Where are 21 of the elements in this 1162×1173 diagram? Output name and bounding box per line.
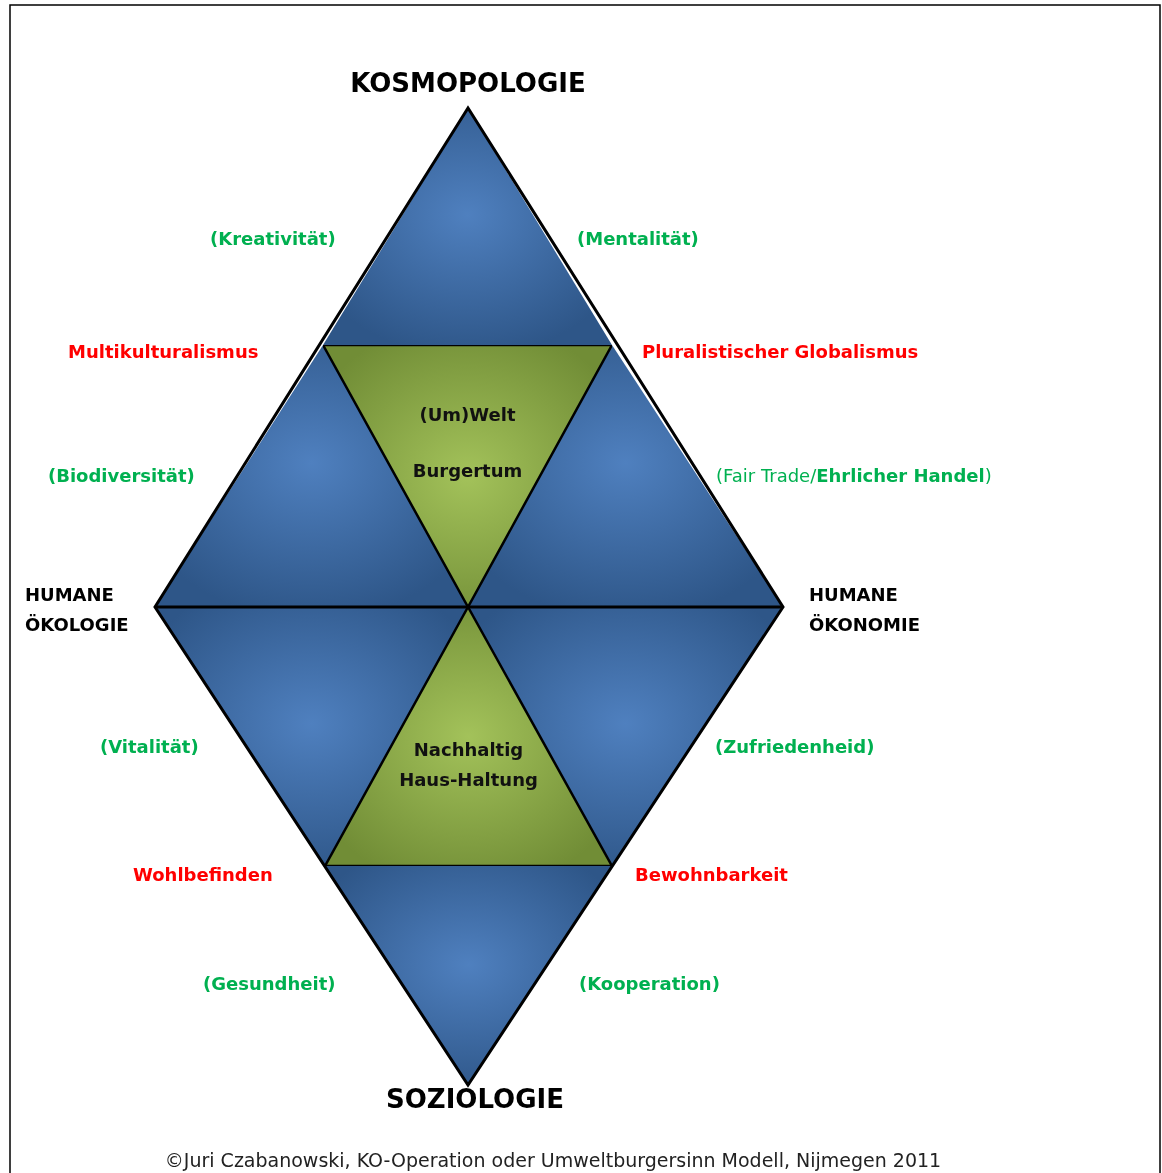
concept-label: Bewohnbarkeit bbox=[635, 863, 788, 885]
value-label: (Kreativität) bbox=[210, 227, 336, 249]
value-label: (Zufriedenheid) bbox=[715, 735, 875, 757]
vertex-heading: HUMANE ÖKOLOGIE bbox=[25, 583, 130, 637]
concept-label: Pluralistischer Globalismus bbox=[642, 340, 919, 362]
value-label: (Vitalität) bbox=[100, 735, 199, 757]
triangle-text: (Um)Welt Burgertum bbox=[411, 403, 524, 483]
triangle-node bbox=[325, 607, 612, 866]
value-label: (Fair Trade/Ehrlicher Handel) bbox=[716, 464, 992, 486]
value-label: (Biodiversität) bbox=[48, 464, 195, 486]
caption: ©Juri Czabanowski, KO-Operation oder Umweltburgersinn Modell, Nijmegen 2011 bbox=[164, 1149, 942, 1171]
value-label: (Kooperation) bbox=[579, 972, 720, 994]
concept-label: Multikulturalismus bbox=[68, 340, 259, 362]
vertex-heading: HUMANE ÖKONOMIE bbox=[809, 583, 921, 637]
concept-label: Wohlbefinden bbox=[133, 863, 273, 885]
vertex-heading: SOZIOLOGIE bbox=[386, 1084, 564, 1114]
value-label: (Mentalität) bbox=[577, 227, 699, 249]
vertex-heading: KOSMOPOLOGIE bbox=[350, 68, 586, 98]
triangle-node bbox=[323, 345, 612, 607]
value-label: (Gesundheit) bbox=[203, 972, 336, 994]
triangle-text: Nachhaltig Haus-Haltung bbox=[398, 738, 539, 792]
